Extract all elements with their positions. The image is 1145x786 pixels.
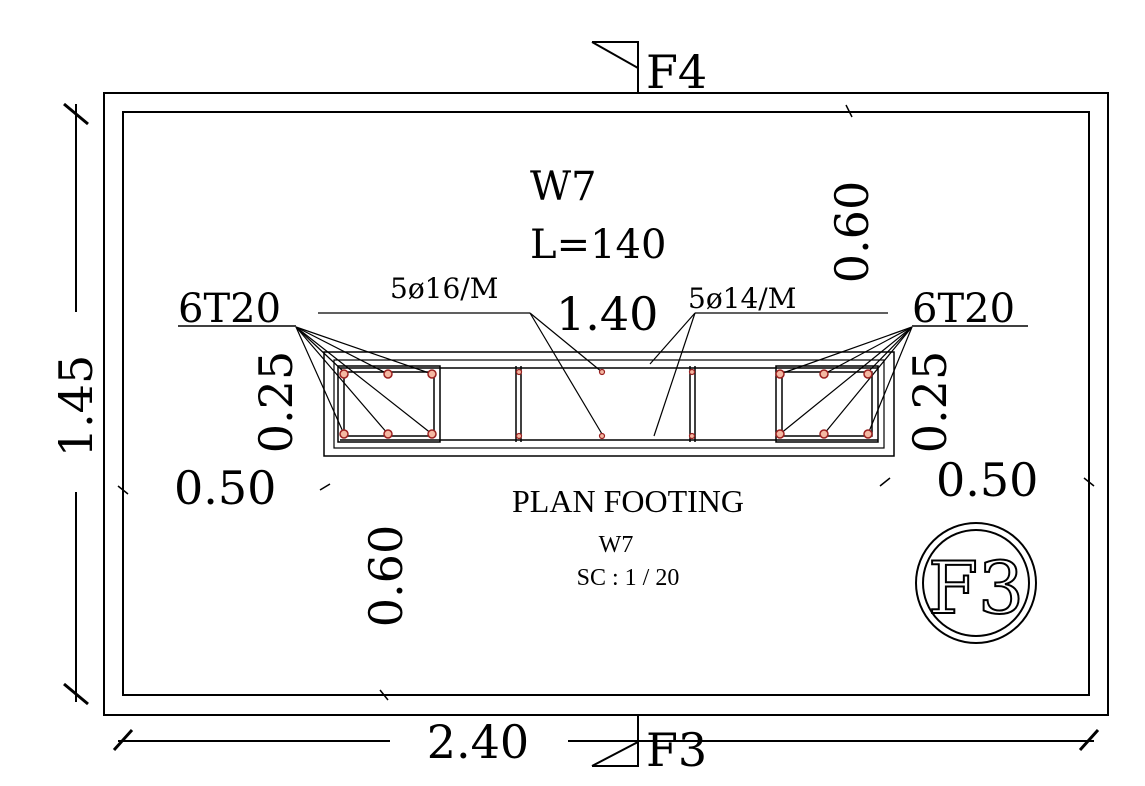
rebar-bar [383, 429, 393, 439]
dimension-label-length: 1.45 [49, 355, 103, 457]
rebar-label-bars-b: 5ø14/M [688, 282, 796, 315]
rebar-bar [339, 429, 349, 439]
section-marker-bottom: F3 [591, 716, 707, 777]
tick-marks [117, 104, 1095, 701]
rebar-label-left: 6T20 [178, 286, 281, 332]
wall-thickness-right-label: 0.25 [903, 351, 957, 453]
section-label-bottom: F3 [646, 723, 707, 777]
rebar-bar [598, 368, 606, 376]
rebar-bar [598, 432, 606, 440]
offset-bottom-label: 0.60 [359, 525, 413, 627]
footing-outer-outline [103, 92, 1109, 716]
rebar-bar [863, 429, 873, 439]
wall-width-label: 1.40 [556, 287, 658, 341]
wall-length-label: L=140 [530, 222, 666, 268]
offset-top-label: 0.60 [825, 181, 879, 283]
rebar-bar [427, 429, 437, 439]
rebar-bar [515, 432, 523, 440]
rebar-bar [383, 369, 393, 379]
rebar-bar [863, 369, 873, 379]
rebar-bar [819, 429, 829, 439]
wall-outer-outline [323, 351, 895, 457]
rebar-bar [775, 369, 785, 379]
footing-inner-outline [122, 111, 1090, 696]
drawing-reference: W7 [599, 532, 634, 558]
offset-left-label: 0.50 [174, 461, 276, 515]
wall-name-label: W7 [530, 164, 597, 210]
rebar-label-bars-a: 5ø16/M [390, 272, 498, 305]
wall-thickness-left-label: 0.25 [249, 351, 303, 453]
rebar-bar [819, 369, 829, 379]
rebar-bar [427, 369, 437, 379]
dimension-line-length: 1.45 [49, 102, 103, 706]
rebar-bar [688, 368, 696, 376]
section-label-top: F4 [646, 45, 707, 99]
rebar-bar [688, 432, 696, 440]
rebar-bar [775, 429, 785, 439]
rebar-bar [515, 368, 523, 376]
drawing-title: PLAN FOOTING [512, 483, 744, 519]
detail-mark: F3 [915, 522, 1037, 644]
wall-inner-outline [333, 359, 885, 449]
drawing-scale: SC : 1 / 20 [577, 565, 680, 591]
stirrups [337, 365, 879, 443]
rebar-bars [339, 368, 873, 440]
rebar-bar [339, 369, 349, 379]
detail-mark-label: F3 [928, 546, 1024, 630]
rebar-label-right: 6T20 [912, 286, 1015, 332]
section-marker-top: F4 [591, 41, 707, 99]
dimension-line-width: 2.40 [112, 715, 1100, 769]
rebar-leaders [295, 312, 913, 437]
dimension-label-width: 2.40 [427, 715, 529, 769]
offset-right-label: 0.50 [936, 453, 1038, 507]
